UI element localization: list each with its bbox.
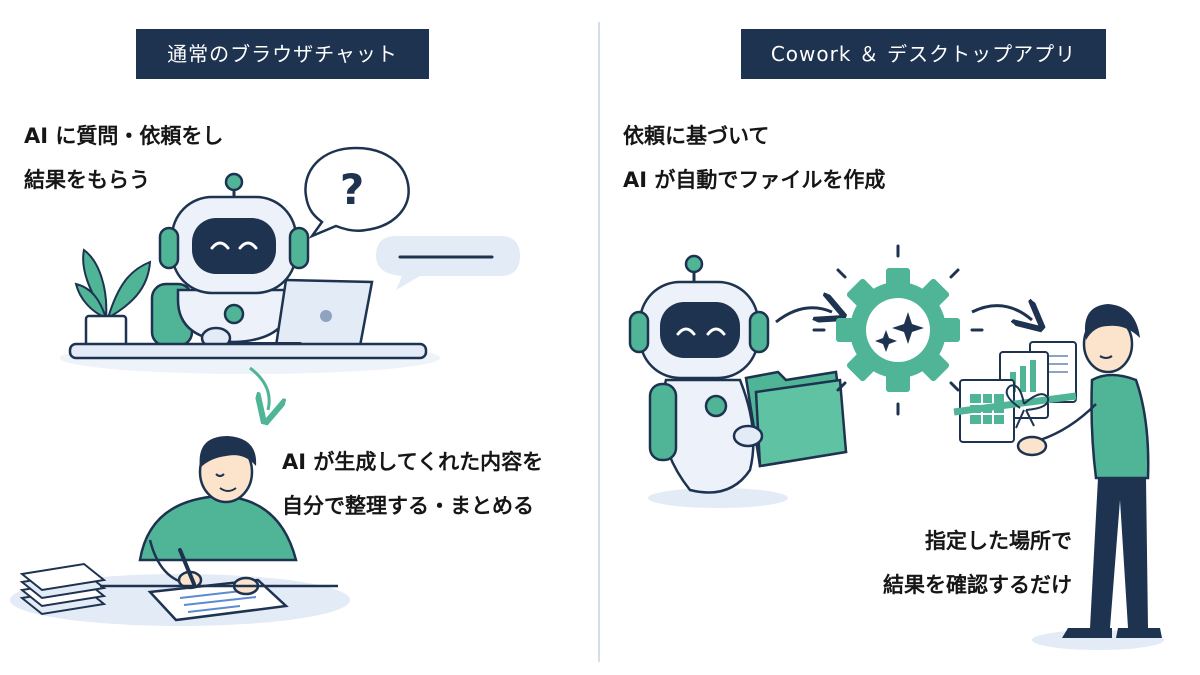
left-caption-top-line-1: AI に質問・依頼をし	[24, 124, 224, 148]
left-caption-bottom-line-2: 自分で整理する・まとめる	[282, 494, 534, 518]
right-caption-top-line-1: 依頼に基づいて	[623, 124, 770, 148]
left-caption-bottom: AI が生成してくれた内容を 自分で整理する・まとめる	[282, 440, 543, 528]
sparkle-gear-icon	[812, 244, 984, 416]
left-caption-top: AI に質問・依頼をし 結果をもらう	[24, 114, 223, 202]
left-caption-top-line-2: 結果をもらう	[24, 168, 150, 192]
right-caption-top: 依頼に基づいて AI が自動でファイルを作成	[623, 114, 885, 202]
right-caption-top-line-2: AI が自動でファイルを作成	[623, 168, 886, 192]
right-robot-scene	[628, 254, 848, 508]
right-caption-bottom-line-2: 結果を確認するだけ	[883, 573, 1072, 597]
left-caption-bottom-line-1: AI が生成してくれた内容を	[282, 450, 544, 474]
down-arrow-icon	[249, 366, 269, 410]
left-robot-scene	[60, 172, 440, 374]
paper-stack-icon	[19, 562, 107, 616]
gift-wrapped-documents-icon	[953, 341, 1077, 443]
writing-person-scene	[10, 436, 350, 626]
center-divider	[598, 22, 600, 662]
left-panel-heading: 通常のブラウザチャット	[136, 29, 429, 79]
right-panel-heading: Cowork ＆ デスクトップアプリ	[741, 29, 1106, 79]
reply-bubble-icon	[376, 236, 520, 290]
arrow-to-gear-icon	[775, 308, 832, 324]
left-robot	[158, 172, 310, 350]
right-caption-bottom-line-1: 指定した場所で	[925, 529, 1072, 553]
folder-icon	[744, 370, 848, 468]
right-caption-bottom: 指定した場所で 結果を確認するだけ	[820, 519, 1072, 607]
question-speech-bubble-icon: ?	[304, 146, 410, 239]
plant-icon	[74, 248, 152, 348]
standing-person-scene	[1016, 304, 1164, 650]
pen-icon	[178, 548, 196, 586]
arrow-to-person-icon	[971, 306, 1032, 320]
question-mark: ?	[340, 165, 364, 214]
